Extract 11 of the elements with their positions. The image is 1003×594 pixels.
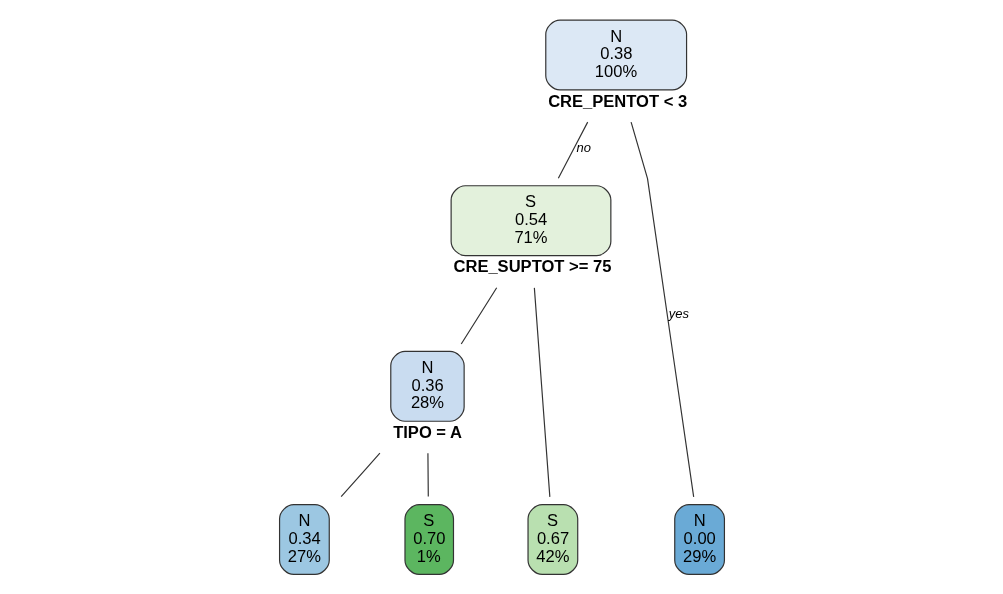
connector bbox=[426, 452, 429, 498]
connector bbox=[557, 121, 588, 179]
edge-label: no bbox=[576, 140, 591, 156]
connector bbox=[630, 121, 694, 498]
connector bbox=[533, 287, 550, 498]
connector bbox=[460, 287, 497, 345]
node-label: CRE_PENTOT < 3 bbox=[547, 91, 687, 111]
edge-label: yes bbox=[668, 306, 689, 322]
node-label: CRE_SUPTOT >= 75 bbox=[452, 257, 611, 277]
node-label: TIPO = A bbox=[392, 423, 462, 443]
connector bbox=[340, 452, 380, 498]
